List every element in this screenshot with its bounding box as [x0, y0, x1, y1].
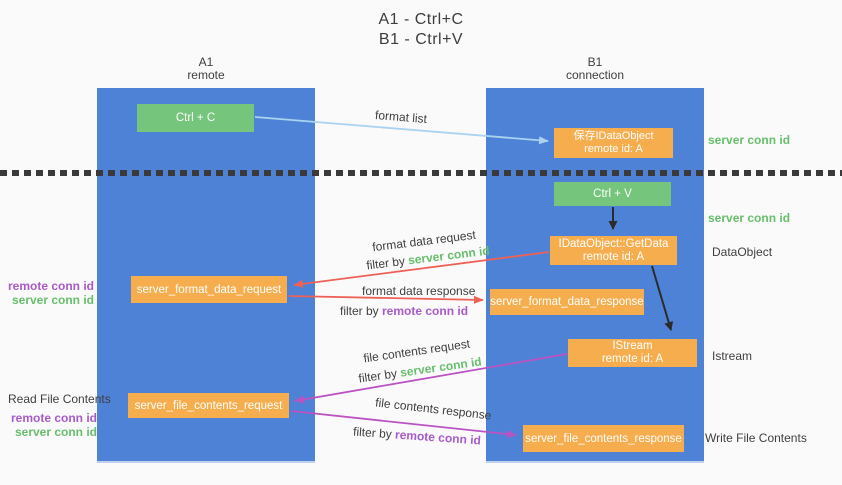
- node-istream-line1: IStream: [612, 340, 653, 352]
- lane-b-type: connection: [565, 68, 625, 82]
- node-ctrl-v-label: Ctrl + V: [593, 188, 632, 200]
- node-istream-line2: remote id: A: [601, 353, 664, 365]
- label-remote-conn-id-left-bottom: remote conn id: [10, 411, 97, 425]
- title-line-b: B1 - Ctrl+V: [378, 31, 464, 48]
- node-save-idataobject-line1: 保存IDataObject: [573, 130, 654, 142]
- lane-a-header: A1 remote: [97, 56, 315, 82]
- remote-conn-id-text: remote conn id: [382, 304, 469, 318]
- node-server-format-data-response-label: server_format_data_response: [490, 296, 644, 308]
- title-line-a: A1 - Ctrl+C: [378, 11, 464, 28]
- label-write-file-contents: Write File Contents: [705, 431, 807, 445]
- node-idataobject-getdata: IDataObject::GetData remote id: A: [550, 236, 677, 265]
- node-idataobject-getdata-line1: IDataObject::GetData: [558, 237, 669, 250]
- label-server-conn-id-left-top: server conn id: [11, 293, 94, 307]
- label-dataobject: DataObject: [712, 245, 773, 259]
- lane-a-type: remote: [187, 68, 225, 82]
- node-ctrl-c: Ctrl + C: [137, 104, 254, 132]
- node-server-file-contents-response-label: server_file_contents_response: [525, 432, 682, 445]
- node-server-file-contents-request-label: server_file_contents_request: [134, 399, 283, 412]
- node-server-file-contents-request: server_file_contents_request: [128, 393, 289, 418]
- arrow-file-contents-request: [294, 353, 568, 404]
- lane-b-header: B1 connection: [486, 56, 704, 82]
- label-remote-conn-id-left-top: remote conn id: [7, 279, 94, 293]
- node-save-idataobject-line2: remote id: A: [584, 143, 643, 155]
- node-server-format-data-response: server_format_data_response: [490, 289, 644, 315]
- arrow-format-list: [254, 116, 549, 145]
- label-format-data-response: format data response: [362, 284, 476, 298]
- node-istream: IStream remote id: A: [568, 339, 697, 367]
- diagram-title: A1 - Ctrl+C B1 - Ctrl+V: [0, 10, 842, 50]
- label-filter-by-remote-conn-id-1: filter by remote conn id: [340, 304, 468, 318]
- node-save-idataobject: 保存IDataObject remote id: A: [554, 128, 673, 158]
- arrow-getdata-to-istream: [651, 265, 674, 331]
- lane-a-name: A1: [198, 55, 214, 69]
- label-server-conn-id-left-bottom: server conn id: [14, 425, 97, 439]
- node-idataobject-getdata-line2: remote id: A: [582, 250, 645, 263]
- node-server-format-data-request: server_format_data_request: [131, 276, 287, 303]
- arrow-format-data-response: [288, 295, 484, 304]
- label-server-conn-id-right-top: server conn id: [708, 133, 791, 147]
- filter-by-text: filter by: [340, 304, 383, 318]
- node-ctrl-c-label: Ctrl + C: [175, 112, 216, 124]
- arrow-file-contents-response: [290, 410, 517, 439]
- label-server-conn-id-right-mid: server conn id: [708, 211, 791, 225]
- label-read-file-contents: Read File Contents: [8, 392, 111, 406]
- filter-by-text: filter by: [352, 424, 396, 442]
- node-server-file-contents-response: server_file_contents_response: [523, 425, 684, 452]
- node-server-format-data-request-label: server_format_data_request: [136, 283, 282, 296]
- session-separator-dotted-line: [0, 170, 842, 176]
- node-ctrl-v: Ctrl + V: [554, 182, 671, 206]
- arrow-format-data-request: [293, 251, 550, 288]
- lane-b-name: B1: [587, 55, 603, 69]
- label-istream: Istream: [712, 349, 753, 363]
